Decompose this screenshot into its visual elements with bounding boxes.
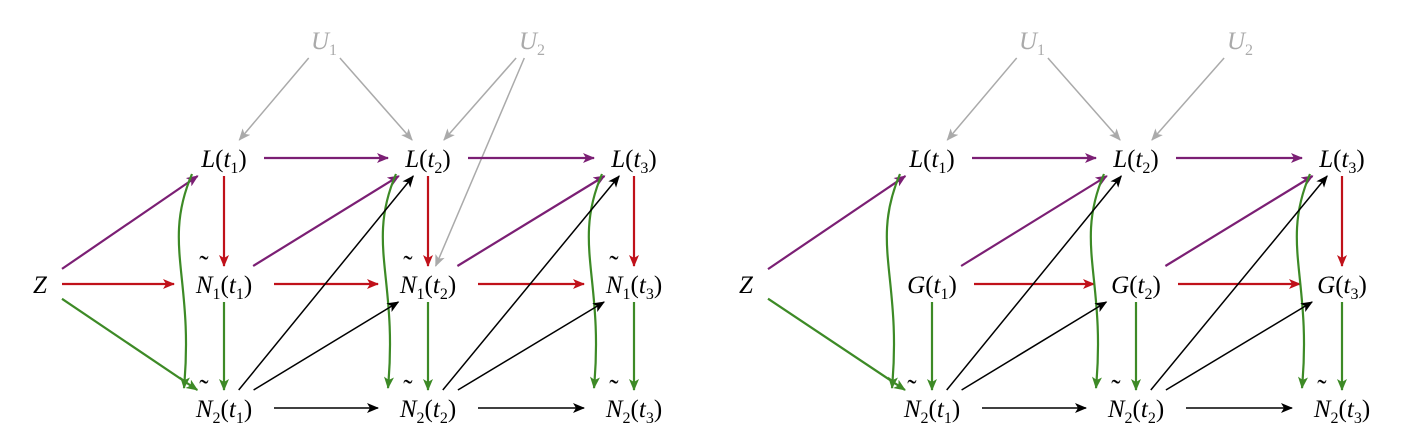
node-label: L(t3) xyxy=(610,146,657,177)
edge-U1-to-L2 xyxy=(1047,57,1121,141)
edge-B1-to-A2 xyxy=(253,301,400,391)
edge-A1-to-L2 xyxy=(252,175,400,267)
node-label: Z xyxy=(739,272,754,299)
node-label: N2(t1) xyxy=(195,396,252,427)
edge-L1-to-B1 xyxy=(177,173,194,389)
node-label: N1(t3) xyxy=(605,272,662,303)
edge-A1-to-L2 xyxy=(960,175,1108,267)
node-U2: U2 xyxy=(519,28,545,59)
edge-U2-to-L2 xyxy=(1151,57,1225,141)
diagram-right: U1 U2L(t1) L(t2) L(t3) Z G(t1) G(t2) G(t3) N2(t1… xyxy=(739,28,1370,427)
edge-U1-to-L2 xyxy=(339,57,413,141)
node-U1: U1 xyxy=(311,28,337,59)
edge-L2-to-B2 xyxy=(1089,173,1106,389)
edge-B2-to-L3 xyxy=(442,175,620,391)
edge-Z-to-L1 xyxy=(61,175,199,270)
edge-B1-to-L2 xyxy=(946,175,1122,391)
node-label: N1(t2) xyxy=(399,272,456,303)
node-label: N2(t3) xyxy=(1313,396,1370,427)
node-L2: L(t2) xyxy=(1112,146,1159,177)
node-Z: Z xyxy=(33,272,48,299)
edge-L3-to-B3 xyxy=(587,173,604,389)
node-L1: L(t1) xyxy=(200,146,247,177)
node-label: N1(t1) xyxy=(195,272,252,303)
node-B2: N2(t2)˜ xyxy=(1107,375,1164,427)
edge-A2-to-L3 xyxy=(456,175,606,267)
tilde-accent: ˜ xyxy=(403,251,413,282)
node-label: G(t2) xyxy=(1111,272,1161,303)
node-Z: Z xyxy=(739,272,754,299)
node-B1: N2(t1)˜ xyxy=(903,375,960,427)
edge-B1-to-A2 xyxy=(961,301,1108,391)
tilde-accent: ˜ xyxy=(199,251,209,282)
tilde-accent: ˜ xyxy=(609,251,619,282)
node-A2: N1(t2)˜ xyxy=(399,251,456,303)
node-label: Z xyxy=(33,272,48,299)
node-label: U2 xyxy=(519,28,545,59)
edge-U1-to-L1 xyxy=(238,57,310,141)
tilde-accent: ˜ xyxy=(609,375,619,406)
node-label: U2 xyxy=(1227,28,1253,59)
edge-U2-to-L2 xyxy=(443,57,517,141)
edge-Z-to-B1 xyxy=(767,297,906,391)
node-label: U1 xyxy=(311,28,337,59)
edge-B2-to-A3 xyxy=(457,301,605,391)
edge-L3-to-B3 xyxy=(1295,173,1312,389)
node-label: N2(t1) xyxy=(903,396,960,427)
edge-L2-to-B2 xyxy=(381,173,398,389)
edge-A2-to-L3 xyxy=(1164,175,1314,267)
nodes-right: U1 U2L(t1) L(t2) L(t3) Z G(t1) G(t2) G(t3) N2(t1… xyxy=(739,28,1370,427)
edge-L1-to-B1 xyxy=(885,173,902,389)
node-B3: N2(t3)˜ xyxy=(605,375,662,427)
tilde-accent: ˜ xyxy=(199,375,209,406)
tilde-accent: ˜ xyxy=(1317,375,1327,406)
node-L3: L(t3) xyxy=(610,146,657,177)
edge-U1-to-L1 xyxy=(946,57,1018,141)
node-L2: L(t2) xyxy=(404,146,451,177)
tilde-accent: ˜ xyxy=(907,375,917,406)
node-label: N2(t3) xyxy=(605,396,662,427)
edge-B2-to-L3 xyxy=(1150,175,1328,391)
node-label: L(t1) xyxy=(200,146,247,177)
node-U1: U1 xyxy=(1019,28,1045,59)
edge-U2-to-A2 xyxy=(435,57,525,267)
node-B1: N2(t1)˜ xyxy=(195,375,252,427)
node-label: G(t3) xyxy=(1317,272,1367,303)
node-B3: N2(t3)˜ xyxy=(1313,375,1370,427)
node-label: U1 xyxy=(1019,28,1045,59)
node-A2: G(t2) xyxy=(1111,272,1161,303)
edge-B1-to-L2 xyxy=(238,175,414,391)
edges-left xyxy=(61,57,639,413)
node-A1: N1(t1)˜ xyxy=(195,251,252,303)
node-label: N2(t2) xyxy=(1107,396,1164,427)
node-B2: N2(t2)˜ xyxy=(399,375,456,427)
node-label: L(t3) xyxy=(1318,146,1365,177)
tilde-accent: ˜ xyxy=(403,375,413,406)
node-A3: N1(t3)˜ xyxy=(605,251,662,303)
node-label: L(t2) xyxy=(404,146,451,177)
node-A1: G(t1) xyxy=(907,272,957,303)
node-U2: U2 xyxy=(1227,28,1253,59)
node-L1: L(t1) xyxy=(908,146,955,177)
node-label: L(t1) xyxy=(908,146,955,177)
node-L3: L(t3) xyxy=(1318,146,1365,177)
edge-B2-to-A3 xyxy=(1165,301,1313,391)
node-label: L(t2) xyxy=(1112,146,1159,177)
node-A3: G(t3) xyxy=(1317,272,1367,303)
node-label: N2(t2) xyxy=(399,396,456,427)
node-label: G(t1) xyxy=(907,272,957,303)
edge-Z-to-B1 xyxy=(61,297,199,391)
edge-Z-to-L1 xyxy=(767,175,907,271)
tilde-accent: ˜ xyxy=(1111,375,1121,406)
edges-right xyxy=(767,57,1347,413)
